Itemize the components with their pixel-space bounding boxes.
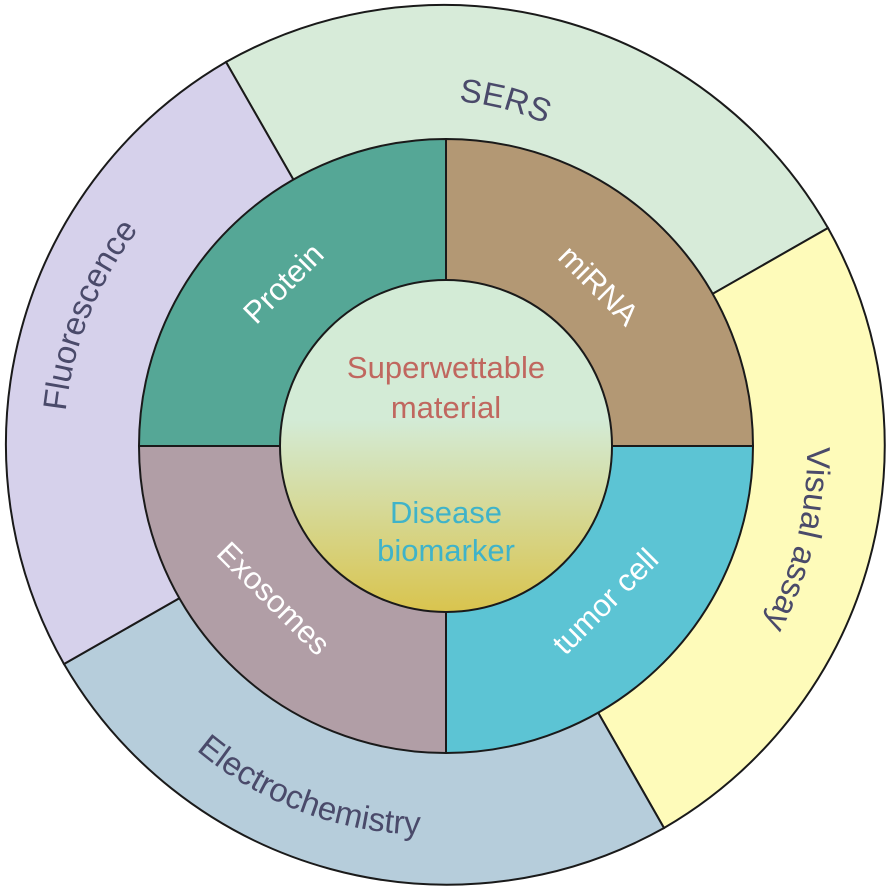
center-label-bottom-line2: biomarker (377, 533, 515, 568)
center-label-top-line2: material (391, 390, 501, 425)
center-label-bottom-line1: Disease (390, 495, 502, 530)
center-label-top-line1: Superwettable (347, 350, 545, 385)
center-circle (279, 279, 613, 613)
